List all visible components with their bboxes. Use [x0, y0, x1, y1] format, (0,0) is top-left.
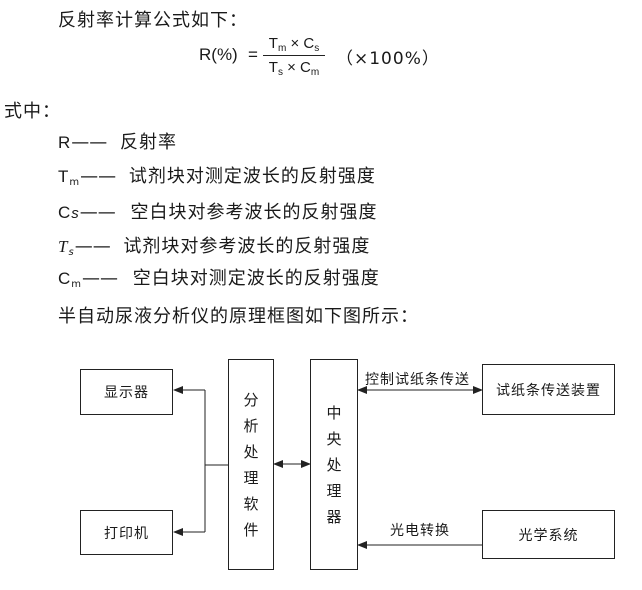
- cpu-box: 中央处理器: [310, 359, 358, 570]
- strip-transport-box: 试纸条传送装置: [482, 364, 615, 415]
- printer-box: 打印机: [80, 510, 173, 555]
- where-label: 式中：: [4, 101, 61, 122]
- optical-system-box: 光学系统: [482, 510, 615, 559]
- definition-ts: Ts—— 试剂块对参考波长的反射强度: [58, 236, 371, 258]
- intro-text: 反射率计算公式如下：: [58, 10, 248, 31]
- fraction-bar: [263, 55, 325, 56]
- analysis-software-box: 分析处理软件: [228, 359, 274, 570]
- definition-cm: Cm—— 空白块对测定波长的反射强度: [58, 268, 380, 290]
- formula-numerator: Tm × Cs: [268, 35, 320, 54]
- definition-cs: Cs—— 空白块对参考波长的反射强度: [58, 202, 378, 223]
- definition-tm: Tm—— 试剂块对测定波长的反射强度: [58, 166, 376, 188]
- diagram-caption: 半自动尿液分析仪的原理框图如下图所示：: [58, 306, 419, 327]
- display-box: 显示器: [80, 369, 173, 415]
- label-strip-control: 控制试纸条传送: [365, 372, 470, 388]
- label-photoelectric: 光电转换: [390, 523, 450, 539]
- formula-equals: =: [248, 45, 258, 64]
- formula-lhs: R(%): [199, 45, 238, 64]
- definition-r: R—— 反射率: [58, 132, 178, 153]
- formula-suffix: （×100%）: [336, 49, 440, 69]
- formula-denominator: Ts × Cm: [268, 59, 320, 78]
